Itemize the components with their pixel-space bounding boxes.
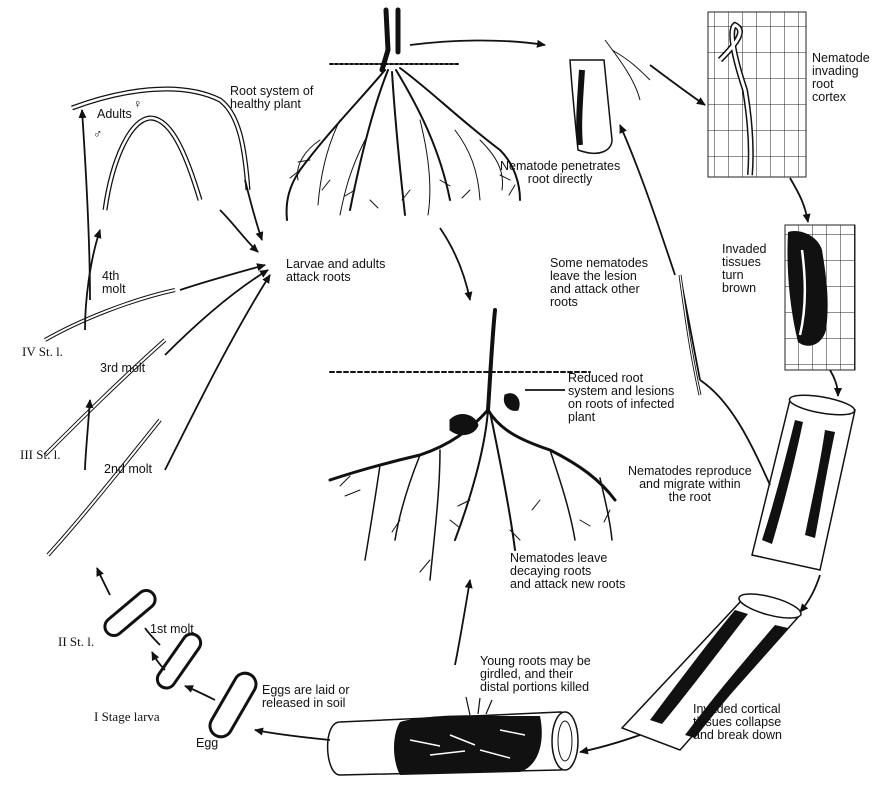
label-reduced-root-system: Reduced root system and lesions on roots… (568, 372, 674, 424)
decaying-root (328, 697, 578, 775)
label-stage-2: II St. l. (58, 635, 94, 648)
label-nematodes-leave-decaying: Nematodes leave decaying roots and attac… (510, 552, 625, 591)
label-stage-4: IV St. l. (22, 345, 63, 358)
label-larvae-adults-attack: Larvae and adults attack roots (286, 258, 385, 284)
label-root-system-healthy: Root system of healthy plant (230, 85, 313, 111)
label-fourth-molt: 4th molt (102, 270, 126, 296)
root-penetration-illustration (570, 40, 650, 153)
label-eggs-laid: Eggs are laid or released in soil (262, 684, 350, 710)
label-nematode-invading: Nematode invading root cortex (812, 52, 870, 104)
label-adults: Adults (97, 108, 132, 121)
label-nematode-penetrates: Nematode penetrates root directly (500, 160, 620, 186)
male-symbol: ♂ (93, 128, 102, 141)
label-nematodes-reproduce: Nematodes reproduce and migrate within t… (628, 465, 752, 504)
label-some-nematodes-leave: Some nematodes leave the lesion and atta… (550, 257, 648, 309)
root-cortex-cells (708, 12, 806, 177)
label-invaded-tissues-brown: Invaded tissues turn brown (722, 243, 766, 295)
label-stage-3: III St. l. (20, 448, 60, 461)
label-stage-larva-1: I Stage larva (94, 710, 160, 723)
infected-plant-root-system (330, 310, 615, 580)
invaded-brown-tissue (785, 225, 855, 370)
label-egg: Egg (196, 737, 218, 750)
healthy-root-system (287, 10, 520, 220)
female-symbol: ♀ (133, 98, 142, 111)
label-young-roots-girdled: Young roots may be girdled, and their di… (480, 655, 591, 694)
label-first-molt: 1st molt (150, 623, 194, 636)
label-second-molt: 2nd molt (104, 463, 152, 476)
label-invaded-cortical-collapse: Invaded cortical tissues collapse and br… (693, 703, 782, 742)
label-third-molt: 3rd molt (100, 362, 145, 375)
